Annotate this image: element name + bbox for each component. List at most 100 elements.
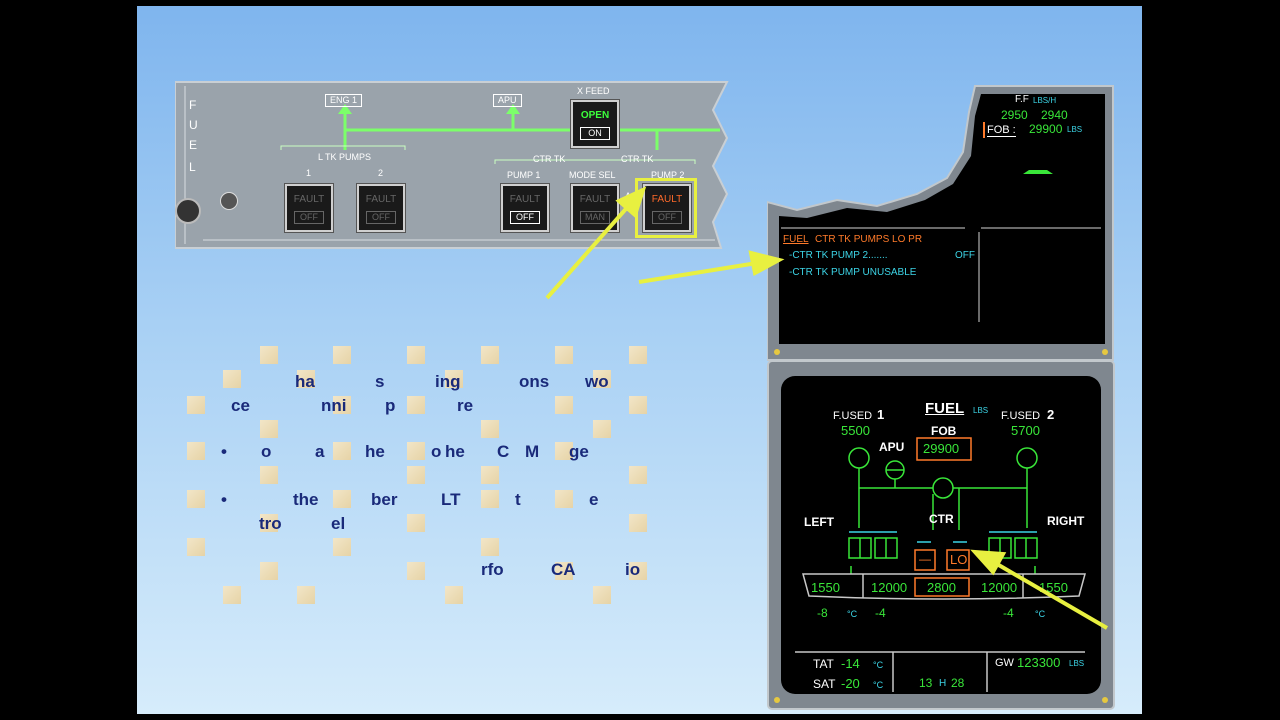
tile [629, 514, 647, 532]
tile [333, 538, 351, 556]
slide-fragment: el [331, 514, 346, 533]
xfeed-on-light: ON [580, 127, 610, 140]
lower-ecam-display: FUEL LBS F.USED 1 5500 F.USED 2 5700 FOB… [767, 360, 1117, 712]
slide-fragment: the [293, 490, 319, 509]
tile [593, 420, 611, 438]
xfeed-label: X FEED [577, 86, 610, 96]
panel-letter-e: E [189, 138, 198, 152]
sat-unit: °C [873, 680, 884, 690]
slide-fragment: io [625, 560, 641, 579]
slide-canvas: F U E L ENG 1 APU X FEED OPEN ON L TK PU… [137, 6, 1142, 714]
slide-fragment: LT [441, 490, 461, 509]
tile [260, 562, 278, 580]
qty-inner-right: 12000 [981, 580, 1018, 595]
slide-fragment: C [497, 442, 510, 461]
info-line: -CTR TK PUMP UNUSABLE [789, 267, 917, 278]
fault-light: FAULT [579, 194, 611, 205]
off-light: OFF [510, 211, 540, 224]
xfeed-button[interactable]: OPEN ON [571, 100, 619, 148]
tat-value: -14 [841, 656, 860, 671]
action-status: OFF [955, 250, 975, 261]
fob-value: 29900 [1029, 122, 1063, 136]
temp-left-outer: -8 [817, 606, 828, 620]
slide-fragment: a [315, 442, 325, 461]
panel-screw-knob [175, 198, 201, 224]
action-line: -CTR TK PUMP 2....... [789, 250, 888, 261]
tile [555, 562, 573, 580]
upper-ecam-bezel [767, 85, 1114, 361]
fob-frame [983, 122, 985, 138]
tile [223, 370, 241, 388]
sat-value: -20 [841, 676, 860, 691]
slide-fragment: ons [519, 372, 550, 391]
off-light: OFF [366, 211, 396, 224]
tile [555, 396, 573, 414]
tile [407, 562, 425, 580]
ff-label: F.F [1015, 94, 1029, 105]
tile [333, 396, 351, 414]
temp-left-unit: °C [847, 609, 858, 619]
tile [481, 466, 499, 484]
slide-fragment: o [261, 442, 272, 461]
ctr-tk-pump-1-button[interactable]: FAULT OFF [501, 184, 549, 232]
tile [481, 346, 499, 364]
l-tk-pump-1-button[interactable]: FAULT OFF [285, 184, 333, 232]
slide-fragment: t [515, 490, 521, 509]
tile [223, 586, 241, 604]
ctr-tk-pump-2-button[interactable]: FAULT OFF [643, 184, 691, 232]
qty-outer-right: 1550 [1039, 580, 1068, 595]
tile [593, 586, 611, 604]
tile [260, 514, 278, 532]
sd-title-unit: LBS [973, 406, 989, 415]
ctr-tank-label: CTR [929, 512, 954, 526]
slide-fragment: • [221, 442, 227, 461]
panel-screw-icon [220, 192, 238, 210]
slide-fragment: he [365, 442, 385, 461]
tile [481, 420, 499, 438]
fused-1-label: F.USED [833, 410, 873, 422]
ff-unit: LBS/H [1033, 96, 1057, 105]
fault-light: FAULT [293, 194, 325, 205]
tat-unit: °C [873, 660, 884, 670]
mode-sel-button[interactable]: FAULT MAN [571, 184, 619, 232]
fused-1-value: 5500 [841, 423, 870, 438]
l-tk-pump-2-button[interactable]: FAULT OFF [357, 184, 405, 232]
tile [555, 442, 573, 460]
tile [407, 396, 425, 414]
ff-value-2: 2940 [1041, 108, 1068, 122]
fob-sd-label: FOB [931, 424, 957, 438]
slide-fragment: he [445, 442, 465, 461]
tile [407, 466, 425, 484]
time-separator: H [939, 678, 947, 689]
slide-fragment: ge [569, 442, 589, 461]
ctr-pump-1-status: — [919, 552, 931, 566]
qty-inner-left: 12000 [871, 580, 908, 595]
ctr-pump-2-label: PUMP 2 [651, 170, 685, 180]
slide-fragment: ce [231, 396, 250, 415]
qty-outer-left: 1550 [811, 580, 840, 595]
tile [333, 490, 351, 508]
tile [260, 466, 278, 484]
man-light: MAN [580, 211, 610, 224]
fused-1-num: 1 [877, 407, 885, 422]
tile [629, 562, 647, 580]
fob-sd-value: 29900 [923, 441, 960, 456]
tile [629, 396, 647, 414]
upper-ecam-display: F.F LBS/H 2950 2940 FOB : 29900 LBS FUEL… [767, 82, 1117, 362]
l-tk-pump-2-label: 2 [378, 168, 384, 178]
slide-fragment: CA [551, 560, 576, 579]
tile [260, 346, 278, 364]
slide-fragment: M [525, 442, 540, 461]
slide-fragment: e [589, 490, 599, 509]
slide-fragment: p [385, 396, 396, 415]
qty-ctr: 2800 [927, 580, 956, 595]
tile [593, 370, 611, 388]
tile [187, 538, 205, 556]
tile [187, 490, 205, 508]
ctr-tk-label-left: CTR TK [533, 154, 566, 164]
tile [445, 586, 463, 604]
l-tk-pumps-label: L TK PUMPS [318, 152, 372, 162]
slide-fragment: nni [321, 396, 347, 415]
apu-feed-label: APU [493, 94, 522, 107]
temp-right-inner: -4 [1003, 606, 1014, 620]
